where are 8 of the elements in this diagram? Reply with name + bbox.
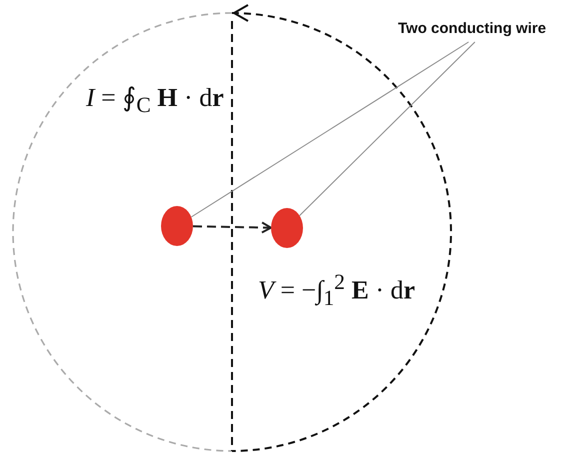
wire-cross-section: [271, 208, 303, 248]
leader-line: [190, 42, 470, 218]
path-arrow: [192, 222, 272, 234]
callout-label: Two conducting wire: [398, 20, 574, 42]
formula: I = ∮$_{C}$ H · dr: [86, 82, 224, 118]
formula: V = −∫$_{1}$$^{2}$ E · dr: [258, 270, 416, 311]
leader-line: [299, 42, 476, 216]
wire-cross-section: [161, 206, 193, 246]
